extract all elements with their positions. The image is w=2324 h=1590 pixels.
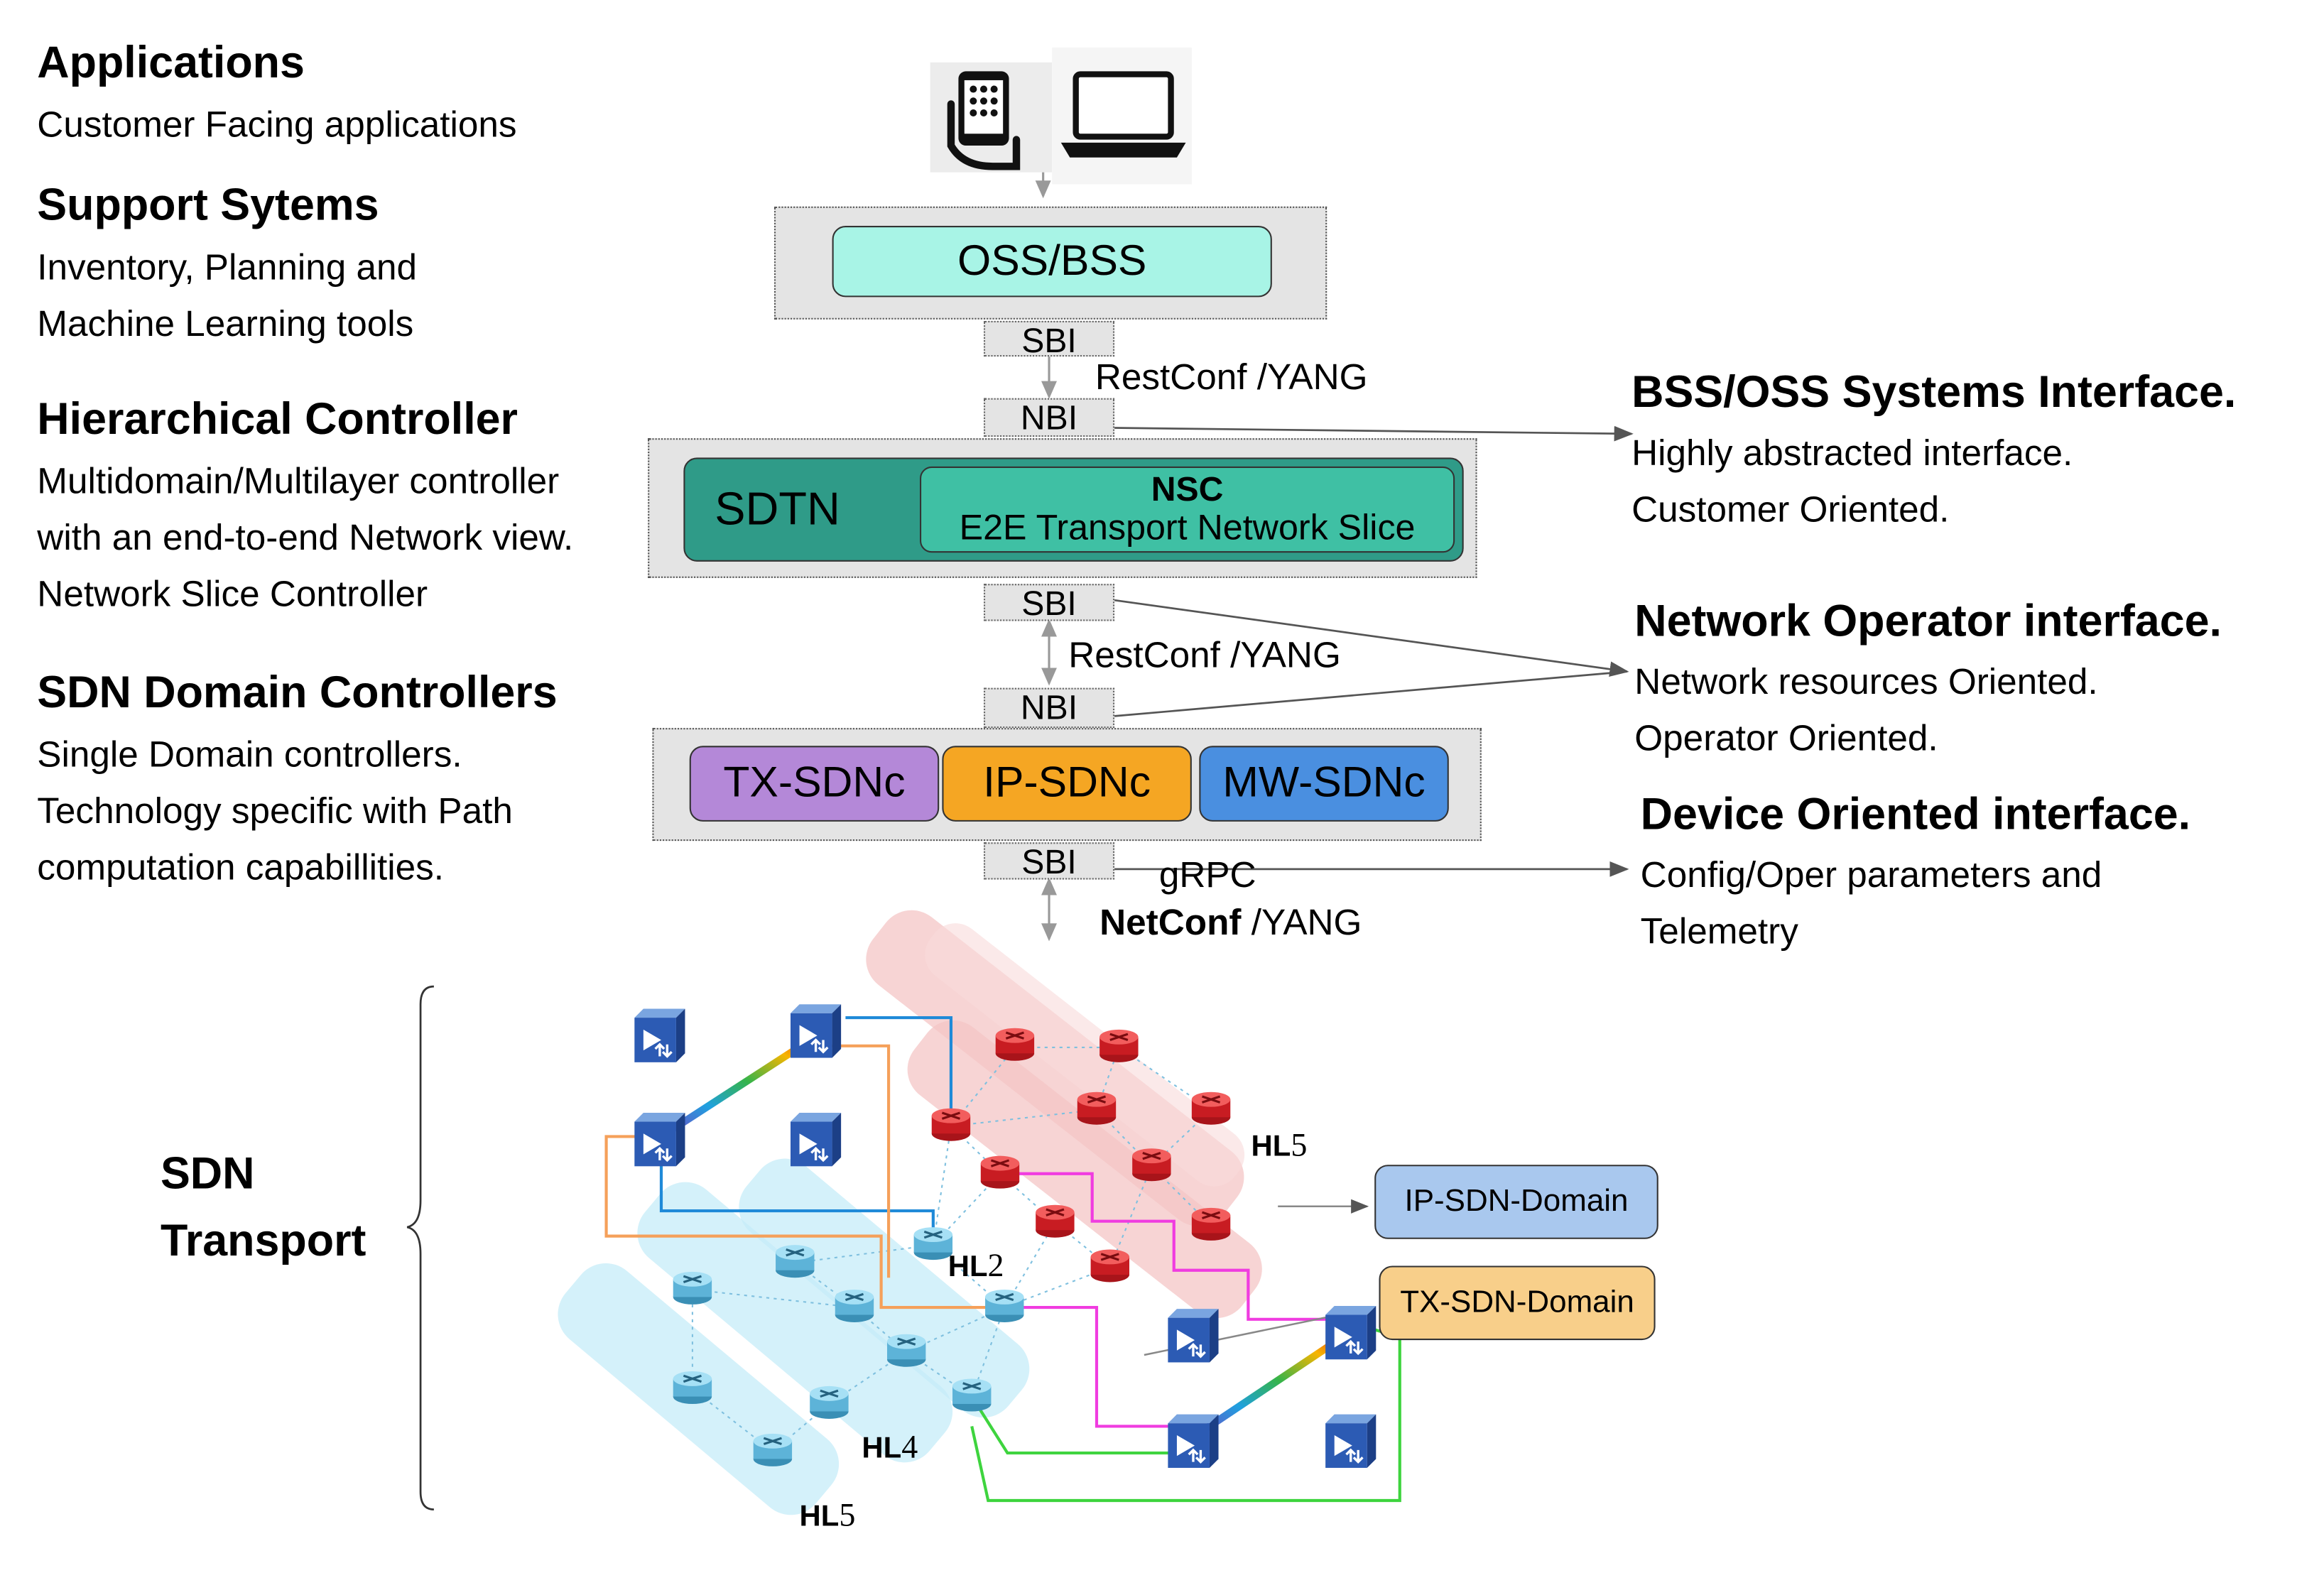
- mw-router-icon: [774, 1243, 816, 1279]
- mw-router-icon: [886, 1333, 927, 1368]
- sdn-transport-label-line: Transport: [160, 1216, 366, 1266]
- support-systems-title: Support Sytems: [37, 181, 379, 231]
- sbi-chip: SBI: [983, 584, 1115, 621]
- sdn-domain-controllers-desc-line: computation capabillities.: [37, 848, 445, 889]
- hl5-top-label: HL5: [1251, 1126, 1308, 1164]
- ip-router-icon: [1131, 1147, 1173, 1182]
- hl-prefix: HL: [947, 1251, 988, 1284]
- sdn-domain-controllers-title: SDN Domain Controllers: [37, 668, 558, 718]
- mw-router-icon: [808, 1385, 850, 1420]
- support-systems-desc-line: Machine Learning tools: [37, 304, 414, 345]
- device-oriented-interface-title: Device Oriented interface.: [1640, 790, 2191, 840]
- ip-router-icon: [1098, 1028, 1140, 1064]
- ip-router-icon: [979, 1155, 1021, 1190]
- ip-router-icon: [1076, 1091, 1117, 1126]
- sdtn-label: SDTN: [715, 482, 840, 535]
- otn-node-icon: [1324, 1413, 1377, 1469]
- ip-router-icon: [1190, 1207, 1232, 1242]
- bss-oss-interface-title: BSS/OSS Systems Interface.: [1631, 368, 2237, 418]
- otn-node-icon: [633, 1111, 687, 1167]
- device-oriented-interface-desc-line: Telemetry: [1640, 912, 1798, 953]
- sdn-domain-controllers-desc-line: Single Domain controllers.: [37, 735, 462, 776]
- hierarchical-controller-desc-line: with an end-to-end Network view.: [37, 518, 574, 559]
- otn-node-icon: [1324, 1305, 1377, 1361]
- nbi-chip: NBI: [983, 398, 1115, 437]
- device-oriented-interface-desc-line: Config/Oper parameters and: [1640, 856, 2102, 896]
- hl-prefix: HL: [1251, 1131, 1291, 1164]
- network-operator-interface-desc-line: Network resources Oriented.: [1634, 663, 2098, 703]
- otn-node-icon: [1166, 1307, 1220, 1364]
- hl-prefix: HL: [799, 1501, 840, 1534]
- otn-node-icon: [789, 1003, 842, 1060]
- mw-router-icon: [672, 1370, 713, 1405]
- mw-router-icon: [984, 1288, 1026, 1324]
- mw-router-icon: [913, 1226, 954, 1261]
- ip-router-icon: [1090, 1248, 1131, 1284]
- mw-router-icon: [834, 1288, 875, 1324]
- ip-router-icon: [1190, 1091, 1232, 1126]
- restconf-yang-label: RestConf /YANG: [1095, 358, 1368, 398]
- nsc-box[interactable]: NSC E2E Transport Network Slice: [920, 466, 1455, 553]
- grpc-label: gRPC: [1158, 856, 1256, 896]
- ip-sdnc-box[interactable]: IP-SDNc: [942, 746, 1192, 822]
- support-systems-desc-line: Inventory, Planning and: [37, 248, 418, 288]
- bss-oss-interface-desc-line: Customer Oriented.: [1631, 490, 1950, 530]
- hl-prefix: HL: [862, 1432, 902, 1465]
- netconf-rest: /YANG: [1241, 903, 1362, 944]
- otn-node-icon: [1166, 1413, 1220, 1469]
- ip-sdn-domain-box[interactable]: IP-SDN-Domain: [1374, 1165, 1658, 1239]
- nsc-subtitle: E2E Transport Network Slice: [959, 508, 1416, 548]
- hl4-label: HL4: [862, 1427, 918, 1465]
- sdn-transport-brace: [406, 985, 434, 1510]
- applications-desc-line: Customer Facing applications: [37, 105, 517, 146]
- hl-number: 4: [901, 1427, 918, 1465]
- network-operator-interface-desc-line: Operator Oriented.: [1634, 719, 1938, 760]
- hierarchical-controller-desc-line: Network Slice Controller: [37, 575, 428, 616]
- mw-router-icon: [752, 1432, 793, 1468]
- restconf-yang-label: RestConf /YANG: [1068, 636, 1341, 676]
- ip-router-icon: [994, 1027, 1036, 1062]
- otn-node-icon: [789, 1111, 842, 1167]
- mw-router-icon: [951, 1377, 992, 1413]
- sbi-chip: SBI: [983, 320, 1115, 358]
- netconf-bold: NetConf: [1099, 903, 1242, 944]
- mw-router-icon: [672, 1270, 713, 1306]
- nbi-chip: NBI: [983, 687, 1115, 729]
- hierarchical-controller-title: Hierarchical Controller: [37, 395, 518, 445]
- oss-bss-box[interactable]: OSS/BSS: [832, 225, 1272, 298]
- hl5-bottom-label: HL5: [799, 1496, 856, 1534]
- hierarchical-controller-desc-line: Multidomain/Multilayer controller: [37, 462, 560, 503]
- hl-number: 5: [839, 1496, 856, 1534]
- bss-oss-interface-desc-line: Highly abstracted interface.: [1631, 433, 2073, 474]
- ip-router-icon: [1034, 1204, 1076, 1239]
- hl-number: 2: [987, 1246, 1004, 1284]
- hl2-label: HL2: [947, 1246, 1004, 1284]
- network-operator-interface-title: Network Operator interface.: [1634, 597, 2222, 647]
- sdn-transport-label-line: SDN: [160, 1150, 255, 1199]
- tx-sdnc-box[interactable]: TX-SDNc: [689, 746, 940, 822]
- tx-sdn-domain-box[interactable]: TX-SDN-Domain: [1379, 1265, 1656, 1341]
- laptop-icon: [1052, 47, 1192, 185]
- sdn-domain-controllers-desc-line: Technology specific with Path: [37, 792, 513, 832]
- netconf-yang-label: NetConf /YANG: [1099, 903, 1362, 944]
- hl-number: 5: [1291, 1126, 1308, 1164]
- otn-node-icon: [633, 1007, 687, 1064]
- smartphone-icon: [930, 62, 1053, 173]
- sbi-chip: SBI: [983, 842, 1115, 880]
- ip-router-icon: [930, 1107, 972, 1143]
- nsc-title: NSC: [1151, 469, 1224, 508]
- mw-sdnc-box[interactable]: MW-SDNc: [1199, 746, 1449, 822]
- applications-title: Applications: [37, 38, 305, 88]
